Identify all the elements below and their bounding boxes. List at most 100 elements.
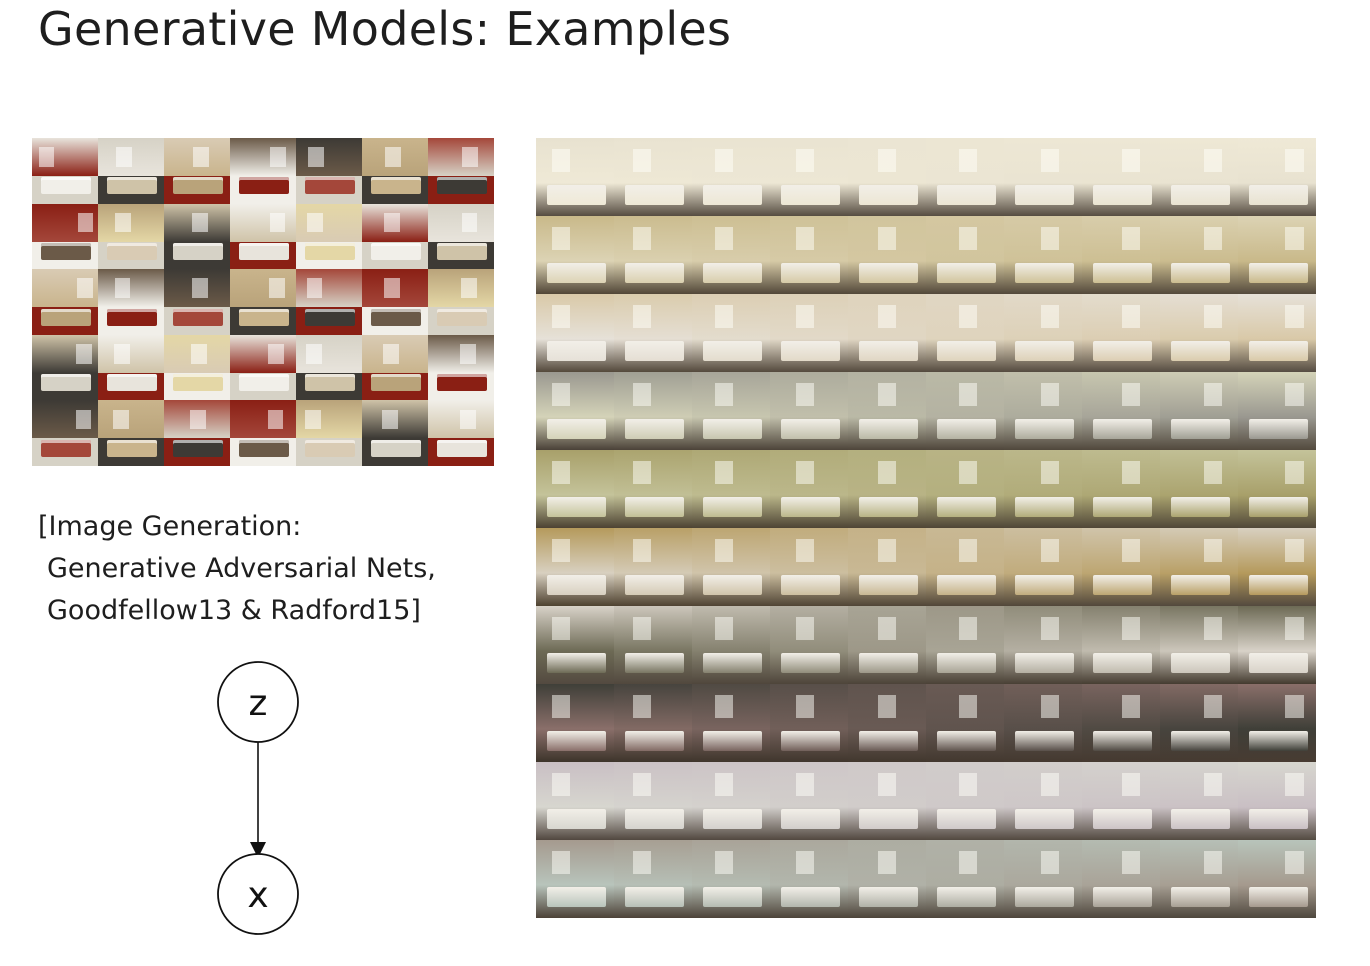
interpolated-image: [848, 762, 926, 840]
sample-image: [230, 400, 296, 466]
interpolated-image: [770, 294, 848, 372]
interpolated-image: [848, 606, 926, 684]
interpolated-image: [1238, 216, 1316, 294]
sample-image: [296, 203, 362, 270]
interpolated-image: [1238, 138, 1316, 216]
sample-image: [164, 334, 230, 401]
interpolated-image: [770, 372, 848, 450]
interpolated-image: [536, 684, 614, 762]
sample-image: [296, 269, 362, 335]
sample-image: [230, 203, 296, 270]
sample-image: [428, 400, 494, 466]
interpolated-image: [692, 138, 770, 216]
interpolated-image: [926, 372, 1004, 450]
interpolated-image: [770, 216, 848, 294]
interpolated-image: [614, 840, 692, 918]
interpolated-image: [692, 294, 770, 372]
interpolated-image: [614, 762, 692, 840]
interpolated-image: [1238, 606, 1316, 684]
interpolated-image: [692, 762, 770, 840]
interpolated-image: [536, 216, 614, 294]
caption-line-3: Goodfellow13 & Radford15]: [47, 595, 421, 626]
interpolated-image: [1082, 840, 1160, 918]
sample-image: [230, 138, 296, 204]
interpolated-image: [770, 684, 848, 762]
sample-image: [362, 400, 428, 466]
interpolated-image: [926, 216, 1004, 294]
sample-image: [362, 269, 428, 335]
interpolated-image: [926, 840, 1004, 918]
interpolated-image: [770, 606, 848, 684]
interpolated-image: [848, 450, 926, 528]
sample-image: [296, 138, 362, 204]
sample-image: [98, 269, 164, 335]
caption: [Image Generation: Generative Adversaria…: [38, 506, 436, 632]
sample-image: [164, 203, 230, 270]
interpolated-image: [614, 450, 692, 528]
latent-interpolation-grid: [536, 138, 1316, 918]
interpolated-image: [1160, 762, 1238, 840]
interpolated-image: [1004, 684, 1082, 762]
interpolated-image: [1160, 840, 1238, 918]
sample-image: [164, 400, 230, 466]
interpolated-image: [848, 372, 926, 450]
interpolated-image: [692, 372, 770, 450]
interpolated-image: [926, 450, 1004, 528]
interpolated-image: [1160, 138, 1238, 216]
interpolated-image: [926, 684, 1004, 762]
interpolated-image: [1004, 840, 1082, 918]
sample-image: [296, 400, 362, 466]
interpolated-image: [926, 528, 1004, 606]
interpolated-image: [536, 372, 614, 450]
interpolated-image: [692, 840, 770, 918]
sample-image: [32, 334, 98, 401]
observed-node-circle: [217, 853, 299, 935]
interpolated-image: [614, 528, 692, 606]
interpolated-image: [1160, 528, 1238, 606]
interpolated-image: [1082, 450, 1160, 528]
generated-samples-grid: [32, 138, 494, 466]
interpolated-image: [614, 372, 692, 450]
interpolated-image: [536, 840, 614, 918]
sample-image: [296, 334, 362, 401]
sample-image: [32, 138, 98, 204]
interpolated-image: [1004, 528, 1082, 606]
sample-image: [428, 138, 494, 204]
interpolated-image: [1082, 294, 1160, 372]
interpolated-image: [848, 840, 926, 918]
interpolated-image: [1238, 684, 1316, 762]
interpolated-image: [770, 138, 848, 216]
interpolated-image: [1082, 372, 1160, 450]
interpolated-image: [536, 294, 614, 372]
interpolated-image: [614, 138, 692, 216]
interpolated-image: [770, 450, 848, 528]
caption-line-1: [Image Generation:: [38, 511, 302, 542]
sample-image: [98, 400, 164, 466]
interpolated-image: [1160, 372, 1238, 450]
interpolated-image: [1082, 762, 1160, 840]
interpolated-image: [1082, 528, 1160, 606]
interpolated-image: [1238, 294, 1316, 372]
interpolated-image: [926, 138, 1004, 216]
interpolated-image: [1004, 294, 1082, 372]
interpolated-image: [1082, 606, 1160, 684]
interpolated-image: [1238, 840, 1316, 918]
sample-image: [32, 269, 98, 335]
latent-node-label: z: [249, 683, 268, 724]
sample-image: [32, 203, 98, 270]
interpolated-image: [770, 762, 848, 840]
interpolated-image: [1082, 684, 1160, 762]
interpolated-image: [1160, 294, 1238, 372]
observed-node-label: x: [247, 875, 268, 916]
sample-image: [98, 334, 164, 401]
interpolated-image: [1238, 762, 1316, 840]
interpolated-image: [614, 294, 692, 372]
caption-line-2: Generative Adversarial Nets,: [47, 553, 436, 584]
interpolated-image: [614, 216, 692, 294]
slide-title: Generative Models: Examples: [38, 2, 732, 56]
interpolated-image: [848, 294, 926, 372]
interpolated-image: [614, 606, 692, 684]
sample-image: [230, 334, 296, 401]
interpolated-image: [926, 762, 1004, 840]
graphical-model-diagram: z x: [217, 661, 299, 935]
